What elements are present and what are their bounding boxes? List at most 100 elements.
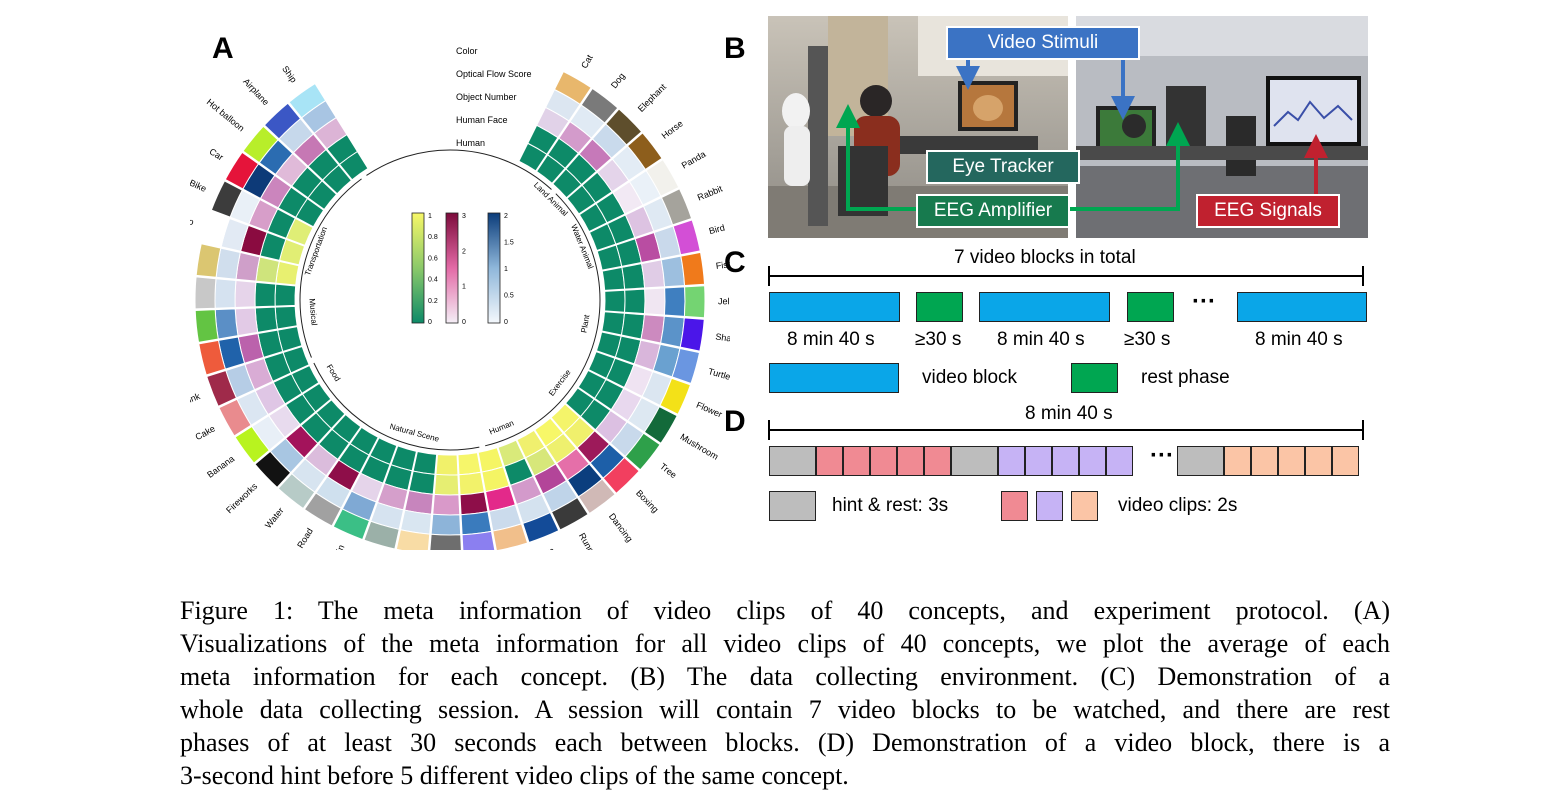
tag-eye-tracker: Eye Tracker [926, 150, 1080, 184]
concept-label: Airplane [241, 76, 271, 107]
concept-label: Fireworks [224, 481, 259, 516]
category-label: Exercise [547, 367, 573, 397]
video-clip-segment [1224, 446, 1251, 476]
caption-line: Figure 1: The meta information of video … [180, 596, 1390, 625]
heatmap-cell [277, 472, 316, 510]
heatmap-cell [242, 125, 279, 164]
session-block-label-3: 8 min 40 s [997, 329, 1085, 350]
session-block-label-2: ≥30 s [915, 329, 962, 350]
session-video-block-last [1237, 292, 1367, 322]
heatmap-cell [430, 513, 462, 536]
colorbar [445, 212, 459, 324]
circular-meta-heatmap: CatDogElephantHorsePandaRabbitBirdFish/C… [190, 46, 730, 550]
legend-clip-swatch-purple [1036, 491, 1063, 521]
session-timeline-bracket [768, 266, 1364, 286]
colorbar-tick: 0.4 [428, 277, 438, 284]
colorbar-tick: 0.8 [428, 234, 438, 241]
colorbar-tick: 3 [462, 213, 466, 220]
heatmap-cell [457, 451, 482, 476]
heatmap-cell [195, 243, 222, 278]
panel-letter-d: D [724, 405, 746, 438]
heatmap-cell [645, 158, 680, 197]
caption-line: Visualizations of the meta information f… [180, 629, 1390, 658]
concept-label: Boxing [634, 488, 660, 515]
heatmap-cell [601, 311, 626, 336]
legend-video-label: video block [922, 367, 1018, 388]
heatmap-cell [363, 520, 400, 550]
heatmap-cell [460, 511, 492, 536]
colorbar-tick: 0.6 [428, 255, 438, 262]
concept-label: Cake [194, 423, 217, 442]
tag-eeg-signals: EEG Signals [1196, 194, 1340, 228]
video-clip-segment [1079, 446, 1106, 476]
concept-label: Mushroom [678, 432, 720, 462]
heatmap-cell [214, 278, 237, 309]
caption-line: 3-second hint before 5 different video c… [180, 761, 849, 790]
hint-segment [951, 446, 998, 476]
category-label: Food [325, 363, 342, 383]
video-clip-segment [1025, 446, 1052, 476]
session-block-label-1: 8 min 40 s [787, 329, 875, 350]
session-video-block-2 [979, 292, 1110, 322]
legend-hint-swatch [769, 491, 816, 521]
session-total-label: 7 video blocks in total [950, 247, 1140, 269]
concept-label: Mountain [322, 543, 346, 550]
concept-label: Panda [680, 149, 708, 171]
heatmap-cell [461, 530, 496, 550]
data-collection-photo: Video Stimuli Eye Tracker EEG Amplifier … [768, 16, 1368, 238]
session-ellipsis: ··· [1192, 288, 1216, 315]
session-rest-phase-1 [916, 292, 963, 322]
heatmap-cell [626, 132, 663, 171]
concept-label: Jellyfish [718, 296, 730, 306]
concept-label: Drink [190, 391, 202, 408]
concept-label: Horse [660, 118, 685, 141]
concept-label: Flower [695, 400, 724, 420]
concept-label: Bird [708, 222, 726, 236]
concept-label: Dog [609, 71, 627, 90]
heatmap-cell [602, 456, 640, 495]
heatmap-cell [672, 219, 701, 256]
video-clip-segment [1106, 446, 1133, 476]
colorbar-tick: 0.5 [504, 293, 514, 300]
heatmap-cell [198, 339, 227, 376]
colorbar-tick: 0 [428, 319, 432, 326]
ring-label: Optical Flow Score [456, 69, 532, 79]
heatmap-cell [680, 251, 706, 286]
block-timeline-bracket [768, 420, 1364, 440]
heatmap-cell [274, 283, 297, 307]
video-clip-segment [870, 446, 897, 476]
concept-label: Dancing [607, 511, 635, 543]
heatmap-cell [435, 453, 459, 476]
heatmap-cell [643, 287, 666, 316]
concept-label: Banana [205, 454, 236, 480]
panel-letter-a: A [212, 32, 234, 65]
panel-letter-c: C [724, 246, 746, 279]
category-label: Musical [307, 298, 318, 326]
concept-label: Fish/Coral [715, 256, 730, 271]
heatmap-cell [640, 314, 665, 344]
video-clip-segment [924, 446, 951, 476]
legend-clip-swatch-peach [1071, 491, 1098, 521]
colorbar [487, 212, 501, 324]
concept-label: Cat [579, 53, 595, 71]
heatmap-cell [553, 70, 592, 105]
heatmap-cell [601, 266, 626, 291]
colorbar-tick: 0.2 [428, 298, 438, 305]
heatmap-cell [522, 511, 560, 544]
heatmap-cell [432, 493, 461, 516]
video-clip-segment [998, 446, 1025, 476]
caption-line: phases of at least 30 seconds each betwe… [180, 728, 1390, 757]
colorbar-tick: 0 [462, 319, 466, 326]
heatmap-cell [206, 369, 238, 408]
colorbar-tick: 2 [462, 248, 466, 255]
category-arc [299, 149, 601, 451]
session-block-label-4: ≥30 s [1124, 329, 1171, 350]
concept-label: Rabbit [696, 183, 724, 202]
heatmap-cell [218, 398, 252, 437]
concept-label: Skiing [545, 547, 563, 550]
legend-clips-label: video clips: 2s [1118, 495, 1238, 516]
concept-label: Ship [280, 64, 299, 84]
tag-eeg-amplifier: EEG Amplifier [916, 194, 1070, 228]
heatmap-cell [659, 377, 692, 416]
tag-video-stimuli: Video Stimuli [946, 26, 1140, 60]
